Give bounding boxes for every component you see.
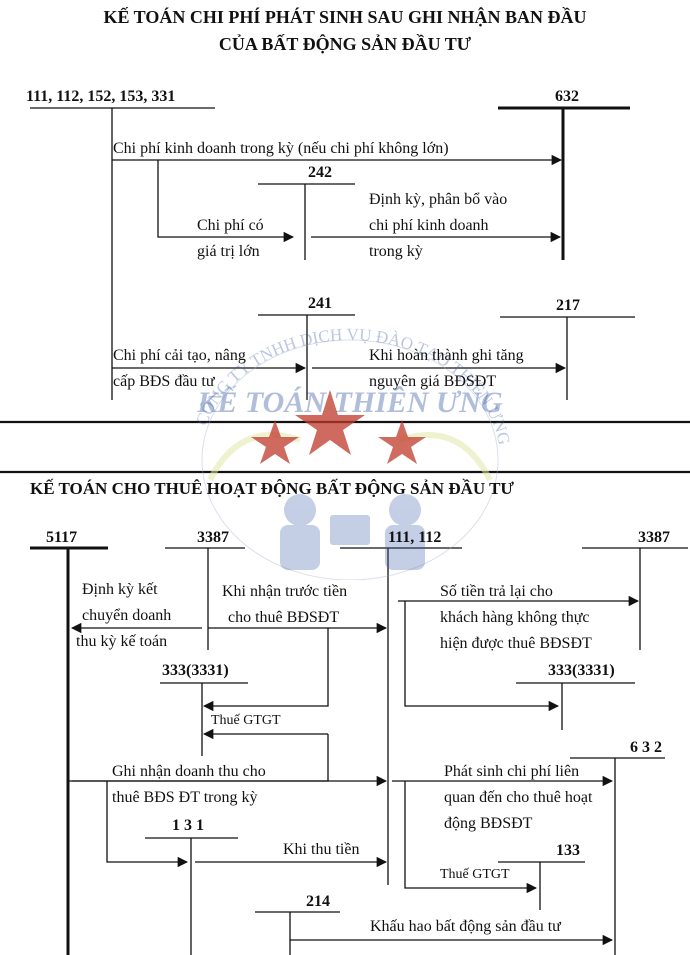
t-account-214 <box>255 911 340 955</box>
watermark-figures-icon <box>280 494 425 570</box>
label-advance-1: Khi nhận trước tiền <box>222 583 348 600</box>
label-big-cost-2: giá trị lớn <box>197 243 260 260</box>
account-label-3331-right: 333(3331) <box>548 662 615 679</box>
account-label-217: 217 <box>556 297 580 314</box>
label-vat-left: Thuế GTGT <box>211 713 281 728</box>
label-refund-3: hiện được thuê BĐSĐT <box>440 635 592 652</box>
t-account-111 <box>340 547 462 885</box>
label-cost-3: động BĐSĐT <box>444 815 533 832</box>
label-transfer-2: chuyển doanh <box>82 607 172 624</box>
section1-arrows <box>112 154 567 374</box>
account-label-131: 1 3 1 <box>172 817 204 834</box>
section1-title-line2: CỦA BẤT ĐỘNG SẢN ĐẦU TƯ <box>218 34 472 54</box>
t-account-3387-right <box>582 547 688 650</box>
t-account-242 <box>258 183 355 260</box>
label-transfer-3: thu kỳ kế toán <box>76 633 168 650</box>
label-big-cost-1: Chi phí có <box>197 217 264 234</box>
account-label-3331-left: 333(3331) <box>162 662 229 679</box>
t-account-3331-right <box>516 682 635 730</box>
t-account-131 <box>145 837 238 955</box>
account-label-111-112: 111, 112 <box>388 529 442 546</box>
label-alloc-2: chi phí kinh doanh <box>369 217 489 234</box>
account-label-5117: 5117 <box>46 529 78 546</box>
label-renov-2: cấp BĐS đầu tư <box>113 373 215 390</box>
t-account-632-top <box>498 106 630 260</box>
watermark-text-brand: KẾ TOÁN THIÊN ƯNG <box>196 385 503 419</box>
label-advance-2: cho thuê BĐSĐT <box>228 609 340 626</box>
t-account-3387-left <box>165 547 245 650</box>
account-label-241: 241 <box>308 295 332 312</box>
label-revenue-2: thuê BĐS ĐT trong kỳ <box>112 789 258 806</box>
account-label-214: 214 <box>306 893 330 910</box>
label-depreciation: Khấu hao bất động sản đầu tư <box>370 918 561 935</box>
section2-title: KẾ TOÁN CHO THUÊ HOẠT ĐỘNG BẤT ĐỘNG SẢN … <box>30 479 514 498</box>
label-complete-1: Khi hoàn thành ghi tăng <box>369 347 524 364</box>
t-account-3331-left <box>160 682 248 756</box>
account-label-3387-left: 3387 <box>197 529 229 546</box>
t-account-133 <box>498 861 585 910</box>
watermark-stars-icon <box>251 390 426 464</box>
label-alloc-3: trong kỳ <box>369 243 423 260</box>
label-alloc-1: Định kỳ, phân bổ vào <box>369 191 508 208</box>
account-label-3387-right: 3387 <box>638 529 670 546</box>
label-transfer-1: Định kỳ kết <box>82 581 158 598</box>
label-small-cost: Chi phí kinh doanh trong kỳ (nếu chi phí… <box>113 140 449 157</box>
label-cost-1: Phát sinh chi phí liên <box>444 763 580 780</box>
label-refund-2: khách hàng không thực <box>440 609 590 626</box>
account-label-632: 632 <box>555 88 579 105</box>
watermark-logo: CÔNG TY TNHH DỊCH VỤ ĐÀO TẠO THIÊN ƯNG K… <box>192 325 514 581</box>
t-account-5117 <box>30 546 108 955</box>
label-collect: Khi thu tiền <box>283 841 360 858</box>
account-label-242: 242 <box>308 164 332 181</box>
label-renov-1: Chi phí cải tạo, nâng <box>113 347 246 364</box>
account-label-133: 133 <box>556 842 580 859</box>
label-complete-2: nguyên giá BĐSĐT <box>369 373 497 390</box>
label-refund-1: Số tiền trả lại cho <box>440 583 553 600</box>
t-account-632-bottom <box>570 757 665 955</box>
label-vat-right: Thuế GTGT <box>440 867 510 882</box>
account-label-source: 111, 112, 152, 153, 331 <box>26 88 176 105</box>
label-cost-2: quan đến cho thuê hoạt <box>444 789 593 806</box>
watermark: CÔNG TY TNHH DỊCH VỤ ĐÀO TẠO THIÊN ƯNG K… <box>180 320 520 581</box>
section1-title-line1: KẾ TOÁN CHI PHÍ PHÁT SINH SAU GHI NHẬN B… <box>103 7 587 27</box>
label-revenue-1: Ghi nhận doanh thu cho <box>112 763 266 780</box>
section2-arrows <box>68 595 640 946</box>
t-account-241 <box>258 314 355 400</box>
account-label-632-bottom: 6 3 2 <box>630 739 662 756</box>
t-account-217 <box>500 316 635 400</box>
t-account-source <box>30 107 215 400</box>
